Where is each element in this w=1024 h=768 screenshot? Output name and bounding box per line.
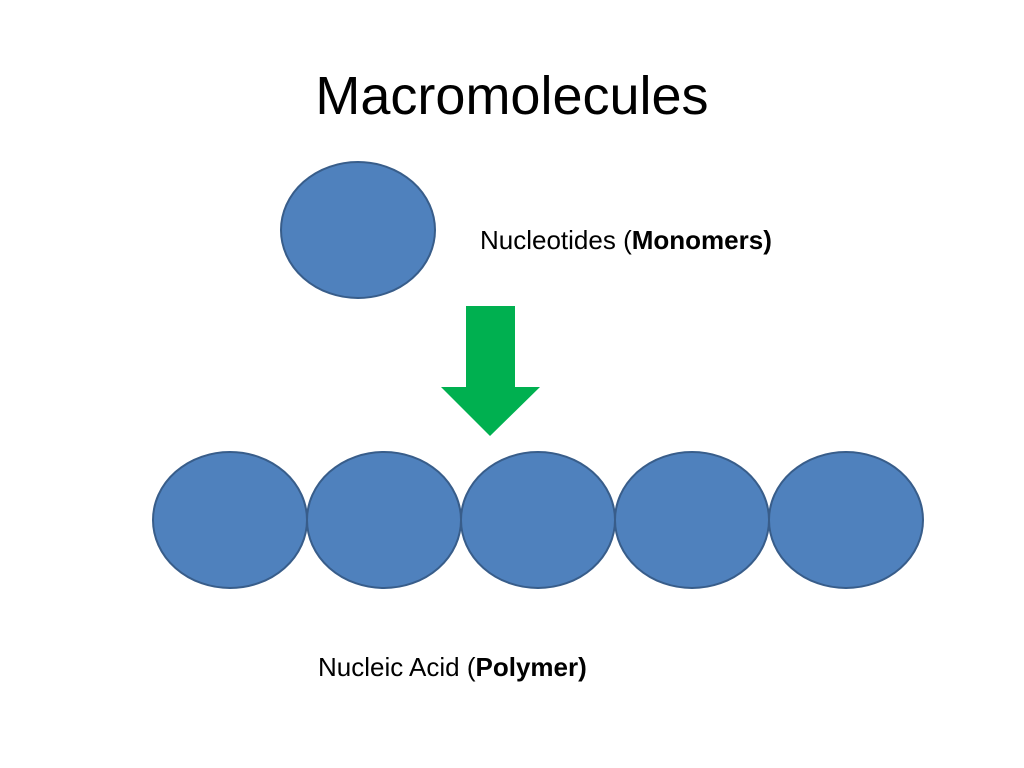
monomer-label: Nucleotides (Monomers): [480, 223, 772, 257]
slide-title: Macromolecules: [315, 66, 709, 126]
down-arrow-icon: [441, 306, 540, 436]
polymer-label-text: Nucleic Acid (: [318, 652, 476, 682]
polymer-chain: [152, 451, 924, 589]
polymer-unit-circle: [460, 451, 616, 589]
polymer-unit-circle: [768, 451, 924, 589]
monomer-label-bold: Monomers): [631, 225, 772, 255]
monomer-circle: [280, 161, 436, 299]
polymer-unit-circle: [152, 451, 308, 589]
polymer-label: Nucleic Acid (Polymer): [318, 650, 587, 684]
polymer-unit-circle: [306, 451, 462, 589]
monomer-label-text: Nucleotides (: [480, 225, 632, 255]
polymer-label-bold: Polymer): [475, 652, 587, 682]
polymer-unit-circle: [614, 451, 770, 589]
